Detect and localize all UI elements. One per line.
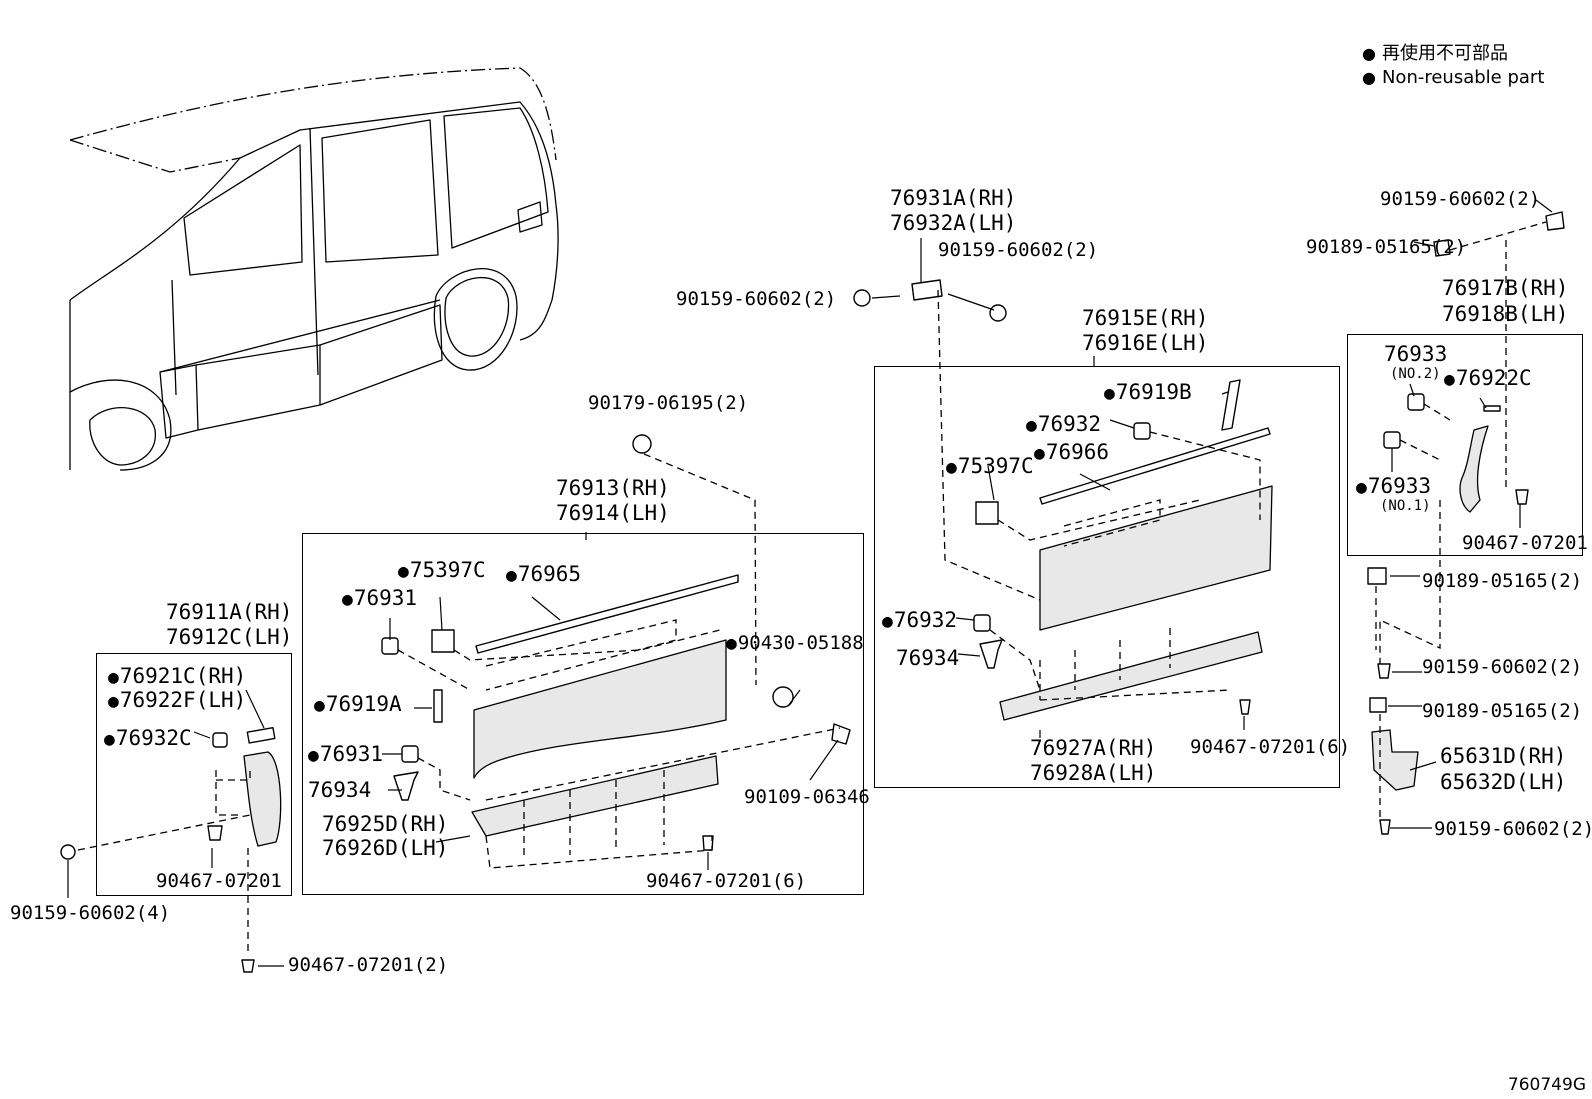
part-90430-05188: 90430-05188 (726, 632, 864, 655)
part-90467-07201-front: 90467-07201(6) (646, 870, 807, 892)
part-65631D: 65631D(RH) (1440, 744, 1567, 768)
part-76933-no2: 76933 (1384, 342, 1448, 366)
part-75397C-rear: 75397C (946, 454, 1034, 480)
part-76932C: 76932C (104, 726, 192, 752)
part-76932-rear-top: 76932 (1026, 412, 1101, 438)
part-90467-07201-right-box: 90467-07201 (1462, 532, 1588, 554)
group-box-rear-panel (1347, 334, 1583, 556)
rear-door-group (853, 238, 1273, 738)
part-65632D: 65632D(LH) (1440, 770, 1567, 794)
part-76919B: 76919B (1104, 380, 1192, 406)
part-90159-60602-top-right: 90159-60602(2) (1380, 188, 1541, 210)
part-76931-front-low: 76931 (308, 742, 383, 768)
part-75397C-front: 75397C (398, 558, 486, 584)
part-76965: 76965 (506, 562, 581, 588)
group-box-rear-door (874, 366, 1340, 788)
group-box-front-door (302, 533, 864, 895)
part-76925D: 76925D(RH) (322, 812, 449, 836)
part-76932-rear-low: 76932 (882, 608, 957, 634)
part-90467-07201-left-box: 90467-07201 (156, 870, 282, 892)
part-90109-06346: 90109-06346 (744, 786, 870, 808)
rear-panel-group (1367, 199, 1565, 835)
part-90189-05165-mid-right: 90189-05165(2) (1422, 570, 1583, 592)
part-76966: 76966 (1034, 440, 1109, 466)
legend-line-jp: ●再使用不可部品 (1362, 43, 1508, 64)
part-76931-front-top: 76931 (342, 586, 417, 612)
part-90159-60602-bracket-right: 90159-60602(2) (938, 239, 1099, 261)
part-90189-05165-top-right: 90189-05165(2) (1306, 236, 1467, 258)
part-76913: 76913(RH) (556, 476, 670, 500)
legend-line-en: ●Non-reusable part (1362, 67, 1545, 88)
part-76927A: 76927A(RH) (1030, 736, 1157, 760)
part-76931A: 76931A(RH) (890, 186, 1017, 210)
bullet-icon: ● (1362, 44, 1376, 63)
label-no1: (NO.1) (1380, 498, 1431, 514)
part-76914: 76914(LH) (556, 501, 670, 525)
part-76916E: 76916E(LH) (1082, 331, 1209, 355)
part-90159-60602-bracket-left: 90159-60602(2) (676, 288, 837, 310)
figure-code: 760749G (1507, 1075, 1586, 1095)
part-90467-07201-bottom: 90467-07201(2) (288, 954, 449, 976)
part-76926D: 76926D(LH) (322, 836, 449, 860)
part-76922F: 76922F(LH) (108, 688, 246, 714)
part-76919A: 76919A (314, 692, 402, 718)
front-panel-group (60, 689, 284, 973)
part-90179-06195: 90179-06195(2) (588, 392, 749, 414)
part-90467-07201-rear: 90467-07201(6) (1190, 736, 1351, 758)
part-76934-rear: 76934 (896, 646, 960, 670)
group-box-front-panel (96, 653, 292, 896)
bullet-icon: ● (1362, 68, 1376, 87)
part-76933-no1: 76933 (1356, 474, 1431, 500)
part-90159-60602-bottom-right: 90159-60602(2) (1434, 818, 1592, 840)
part-76922C: 76922C (1444, 366, 1532, 392)
part-90189-05165-low-right: 90189-05165(2) (1422, 700, 1583, 722)
part-76912C: 76912C(LH) (166, 625, 293, 649)
part-76911A: 76911A(RH) (166, 600, 293, 624)
part-76928A: 76928A(LH) (1030, 761, 1157, 785)
part-90159-60602-mid-right: 90159-60602(2) (1422, 656, 1583, 678)
part-76915E: 76915E(RH) (1082, 306, 1209, 330)
van-illustration (69, 67, 559, 471)
part-76932A: 76932A(LH) (890, 211, 1017, 235)
part-76917B: 76917B(RH) (1442, 276, 1569, 300)
label-no2: (NO.2) (1390, 366, 1441, 382)
part-90159-60602-left: 90159-60602(4) (10, 902, 171, 924)
part-76934-front: 76934 (308, 778, 372, 802)
front-door-group (381, 434, 851, 870)
part-76921C: 76921C(RH) (108, 664, 246, 690)
part-76918B: 76918B(LH) (1442, 302, 1569, 326)
legend: ●再使用不可部品 ●Non-reusable part (1362, 42, 1544, 90)
